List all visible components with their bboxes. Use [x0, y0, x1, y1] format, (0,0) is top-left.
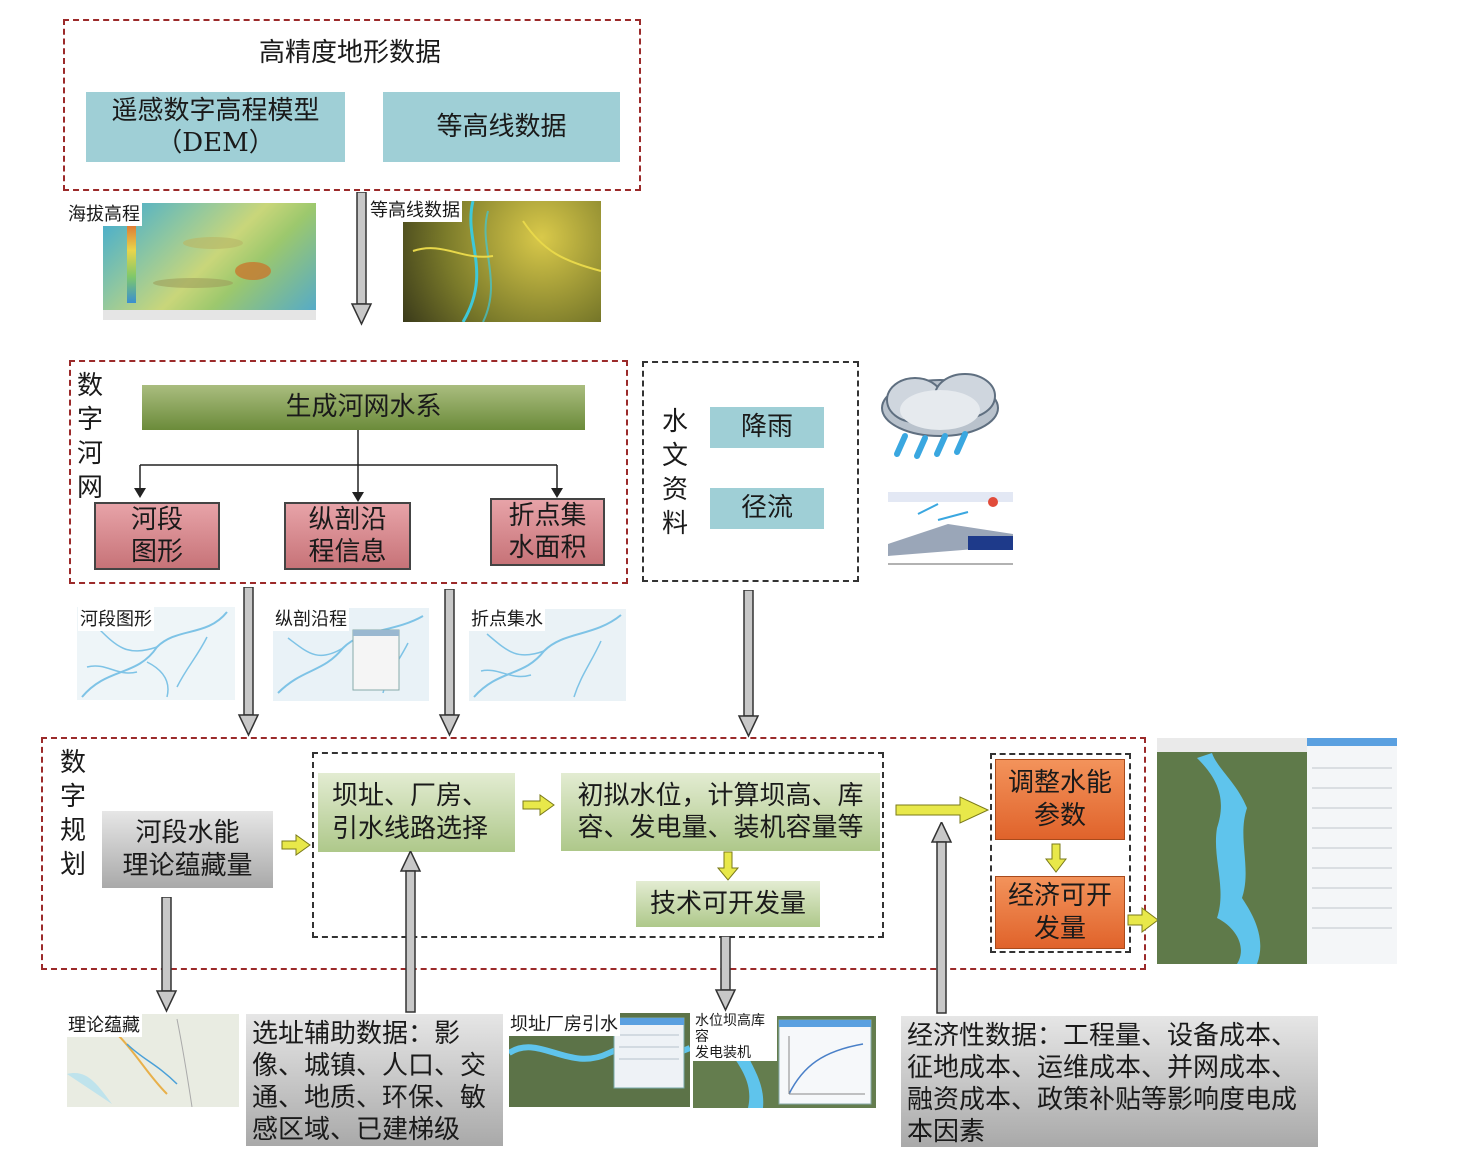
adjust-line2: 参数 — [1033, 800, 1086, 831]
side-char: 数 — [59, 748, 86, 778]
hydro-side-title: 水 文 资 料 — [661, 405, 689, 541]
arrow-hydro-down — [737, 590, 760, 738]
side-char: 资 — [661, 475, 688, 505]
side-char: 河 — [76, 439, 103, 469]
water-label-line1: 水位坝高库容 — [695, 1013, 765, 1045]
economic-dev-box: 经济可开 发量 — [995, 876, 1125, 949]
hydro-frame — [642, 361, 859, 582]
hydro-cycle-diagram — [878, 484, 1023, 580]
econ-line1: 经济可开 — [1007, 881, 1112, 911]
water-label-line2: 发电装机 — [695, 1045, 751, 1061]
runoff-box: 径流 — [710, 488, 824, 529]
rain-box: 降雨 — [710, 407, 824, 448]
profile-river-svg — [277, 615, 424, 694]
theory-line1: 河段水能 — [135, 818, 240, 848]
elevation-map-svg — [103, 215, 316, 320]
tech-dev-box: 技术可开发量 — [636, 881, 820, 927]
profile-info-box: 纵剖沿 程信息 — [284, 502, 411, 570]
river-tree-connectors — [134, 430, 563, 502]
terrain-title: 高精度地形数据 — [258, 37, 441, 68]
adjust-line1: 调整水能 — [1007, 768, 1112, 798]
profile-line2: 程信息 — [308, 537, 387, 567]
arrow-theory-down — [155, 897, 178, 1013]
dem-line1: 遥感数字高程模型 — [111, 95, 320, 126]
site-image-svg — [509, 1017, 690, 1089]
segment-shape-box: 河段 图形 — [94, 502, 220, 570]
catchment-area-box: 折点集 水面积 — [490, 498, 605, 566]
arrow-catchment-down — [438, 589, 461, 737]
side-char: 字 — [59, 782, 86, 812]
generate-river-box: 生成河网水系 — [142, 385, 585, 430]
theory-reserve-box: 河段水能 理论蕴藏量 — [102, 811, 273, 888]
segment-line2: 图形 — [130, 537, 183, 567]
catchment-line1: 折点集 — [508, 500, 587, 531]
calc-line2: 容、发电量、装机容量等 — [577, 813, 864, 843]
econ-line2: 发量 — [1033, 913, 1086, 944]
segment-river-svg — [81, 611, 228, 698]
elevation-map-image — [103, 203, 316, 320]
arrow-tech-down — [714, 936, 737, 1012]
site-line1: 坝址、厂房、 — [332, 781, 489, 811]
contour-map-svg — [412, 201, 601, 322]
catchment-image-label: 折点集水 — [469, 605, 545, 631]
site-calc-frame — [312, 752, 884, 938]
calc-capacity-box: 初拟水位，计算坝高、库 容、发电量、装机容量等 — [561, 773, 880, 851]
side-char: 字 — [76, 405, 103, 435]
economic-data-box: 经济性数据：工程量、设备成本、征地成本、运维成本、并网成本、融资成本、政策补贴等… — [901, 1016, 1318, 1147]
side-char: 数 — [76, 371, 103, 401]
river-net-side-title: 数 字 河 网 — [76, 369, 104, 505]
site-line2: 引水线路选择 — [332, 813, 489, 844]
river-net-frame — [69, 360, 628, 584]
segment-image-label: 河段图形 — [78, 605, 154, 631]
dem-line2: （DEM） — [156, 128, 275, 158]
adjust-params-box: 调整水能 参数 — [995, 759, 1125, 840]
yellow-arrows — [281, 794, 1159, 933]
planning-side-title: 数 字 规 划 — [59, 746, 87, 882]
contour-box: 等高线数据 — [383, 92, 620, 162]
result-map-svg — [1157, 738, 1397, 964]
water-image-label: 水位坝高库容 发电装机 — [693, 1013, 777, 1061]
arrow-top-to-rivernet — [350, 192, 373, 326]
planning-frame — [41, 737, 1146, 970]
side-char: 文 — [661, 441, 688, 471]
arrow-segment-down — [237, 587, 260, 737]
contour-label: 等高线数据 — [368, 196, 462, 222]
catchment-river-svg — [473, 614, 622, 698]
dem-box: 遥感数字高程模型 （DEM） — [86, 92, 345, 162]
elevation-label: 海拔高程 — [66, 200, 142, 226]
side-char: 规 — [59, 816, 86, 846]
theory-map-svg — [67, 1018, 193, 1107]
site-selection-box: 坝址、厂房、 引水线路选择 — [318, 773, 515, 852]
profile-image-label: 纵剖沿程 — [273, 605, 349, 631]
result-reservoir-map — [1157, 738, 1397, 964]
calc-line1: 初拟水位，计算坝高、库 — [577, 780, 864, 811]
terrain-data-frame — [63, 19, 641, 191]
econ-frame — [990, 753, 1131, 953]
rain-cloud-icon — [881, 373, 999, 459]
theory-line2: 理论蕴藏量 — [122, 850, 253, 881]
side-char: 划 — [59, 850, 86, 880]
arrow-aux-up — [399, 851, 422, 1013]
segment-line1: 河段 — [130, 504, 183, 535]
water-image-svg — [733, 1019, 872, 1108]
theory-map-label: 理论蕴藏 — [66, 1011, 142, 1037]
side-char: 水 — [661, 407, 688, 437]
aux-data-box: 选址辅助数据：影像、城镇、人口、交通、地质、环保、敏感区域、已建梯级 — [246, 1014, 503, 1146]
arrow-econdata-up — [930, 822, 953, 1014]
profile-line1: 纵剖沿 — [308, 504, 387, 535]
side-char: 料 — [661, 509, 688, 539]
side-char: 网 — [76, 473, 103, 503]
catchment-line2: 水面积 — [508, 533, 587, 563]
site-image-label: 坝址厂房引水 — [508, 1010, 620, 1036]
